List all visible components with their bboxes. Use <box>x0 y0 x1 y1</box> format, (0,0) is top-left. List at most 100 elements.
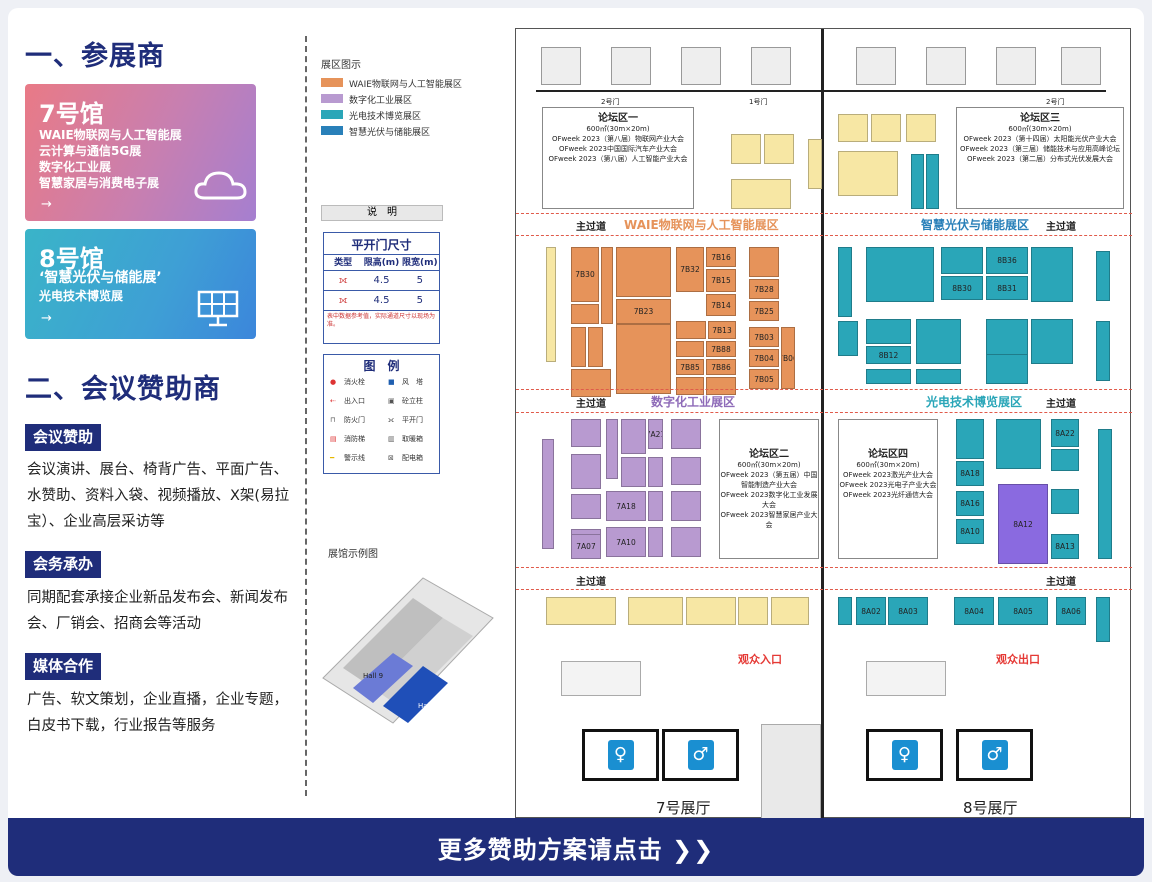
booth[interactable] <box>956 419 984 459</box>
booth[interactable] <box>671 527 701 557</box>
booth[interactable] <box>606 419 618 479</box>
booth[interactable] <box>996 419 1041 469</box>
booth[interactable] <box>542 439 554 549</box>
audience-exit[interactable]: 观众出口 <box>996 653 1040 666</box>
hall8-card[interactable]: 8号馆 ‘智慧光伏与储能展’ 光电技术博览展 → <box>25 229 256 339</box>
booth[interactable] <box>671 491 701 521</box>
booth[interactable]: 8A10 <box>956 519 984 544</box>
booth[interactable] <box>648 491 663 521</box>
booth[interactable] <box>546 597 616 625</box>
booth[interactable] <box>838 114 868 142</box>
booth[interactable]: 7B15 <box>706 269 736 292</box>
booth[interactable] <box>916 319 961 364</box>
booth[interactable]: 8A05 <box>998 597 1048 625</box>
booth[interactable] <box>731 134 761 164</box>
booth[interactable]: 8B31 <box>986 276 1028 300</box>
booth[interactable]: 7B85 <box>676 359 704 375</box>
booth[interactable] <box>676 341 704 357</box>
booth[interactable]: 8A12 <box>998 484 1048 564</box>
booth[interactable] <box>621 419 646 454</box>
booth[interactable] <box>1031 247 1073 302</box>
booth[interactable] <box>616 324 671 394</box>
booth[interactable]: 7B04 <box>749 349 779 367</box>
booth[interactable]: 7B88 <box>706 341 736 357</box>
booth[interactable]: 7A18 <box>606 491 646 521</box>
booth[interactable]: 8A03 <box>888 597 928 625</box>
booth[interactable] <box>571 304 599 324</box>
booth[interactable] <box>571 494 601 519</box>
booth[interactable] <box>1096 251 1110 301</box>
booth[interactable] <box>911 154 924 209</box>
booth[interactable] <box>546 247 556 362</box>
booth[interactable] <box>648 457 663 487</box>
booth[interactable]: 7B16 <box>706 247 736 267</box>
booth[interactable]: 8A06 <box>1056 597 1086 625</box>
booth[interactable]: 7B25 <box>749 301 779 321</box>
booth[interactable] <box>838 151 898 196</box>
booth[interactable]: 8A22 <box>1051 419 1079 447</box>
booth[interactable] <box>738 597 768 625</box>
booth[interactable] <box>808 139 822 189</box>
booth[interactable] <box>671 457 701 485</box>
booth[interactable]: 8A13 <box>1051 534 1079 559</box>
booth[interactable] <box>866 369 911 384</box>
booth[interactable]: 7B23 <box>616 299 671 324</box>
booth[interactable] <box>1051 449 1079 471</box>
booth[interactable] <box>588 327 603 367</box>
booth[interactable]: 8A04 <box>954 597 994 625</box>
booth[interactable] <box>671 419 701 449</box>
booth[interactable] <box>838 247 852 317</box>
hall7-card[interactable]: 7号馆 WAIE物联网与人工智能展 云计算与通信5G展 数字化工业展 智慧家居与… <box>25 84 256 221</box>
booth[interactable] <box>1051 489 1079 514</box>
booth[interactable] <box>941 247 983 274</box>
booth[interactable] <box>676 321 706 339</box>
booth[interactable] <box>838 597 852 625</box>
booth[interactable]: 7B32 <box>676 247 704 292</box>
booth[interactable] <box>1031 319 1073 364</box>
booth[interactable] <box>866 247 934 302</box>
booth[interactable]: 7B28 <box>749 279 779 299</box>
booth[interactable]: 8B30 <box>941 276 983 300</box>
booth[interactable] <box>616 247 671 297</box>
booth[interactable] <box>621 457 646 487</box>
booth[interactable]: 7B03 <box>749 327 779 347</box>
booth[interactable]: 8A02 <box>856 597 886 625</box>
more-sponsorship-button[interactable]: 更多赞助方案请点击 ❯❯ <box>8 818 1144 876</box>
booth[interactable] <box>916 369 961 384</box>
booth[interactable]: 8B12 <box>866 346 911 364</box>
booth[interactable] <box>871 114 901 142</box>
booth[interactable]: 7A10 <box>606 527 646 557</box>
booth[interactable] <box>571 369 611 397</box>
booth[interactable] <box>571 327 586 367</box>
booth[interactable] <box>986 354 1028 384</box>
booth[interactable]: 7B30 <box>571 247 599 302</box>
booth[interactable] <box>676 377 704 395</box>
booth[interactable]: 8A18 <box>956 461 984 486</box>
booth[interactable] <box>1096 321 1110 381</box>
booth[interactable]: 7B05 <box>749 369 779 389</box>
booth[interactable]: 8B36 <box>986 247 1028 274</box>
booth[interactable] <box>648 527 663 557</box>
booth[interactable] <box>571 419 601 447</box>
booth[interactable]: 7A21 <box>648 419 663 449</box>
booth[interactable] <box>1096 597 1110 642</box>
booth[interactable] <box>1098 429 1112 559</box>
booth[interactable]: 7B06 <box>781 327 795 389</box>
booth[interactable] <box>731 179 791 209</box>
booth[interactable] <box>628 597 683 625</box>
booth[interactable] <box>764 134 794 164</box>
booth[interactable]: 8A16 <box>956 491 984 516</box>
booth[interactable] <box>706 377 736 395</box>
booth[interactable] <box>771 597 809 625</box>
booth[interactable] <box>571 454 601 489</box>
booth[interactable]: 7A07 <box>571 534 601 559</box>
booth[interactable] <box>601 247 613 324</box>
booth[interactable]: 7B86 <box>706 359 736 375</box>
booth[interactable] <box>686 597 736 625</box>
booth[interactable]: 7B14 <box>706 294 736 316</box>
booth[interactable] <box>866 319 911 344</box>
booth[interactable] <box>838 321 858 356</box>
booth[interactable]: 7B13 <box>708 321 736 339</box>
booth[interactable] <box>749 247 779 277</box>
booth[interactable] <box>906 114 936 142</box>
